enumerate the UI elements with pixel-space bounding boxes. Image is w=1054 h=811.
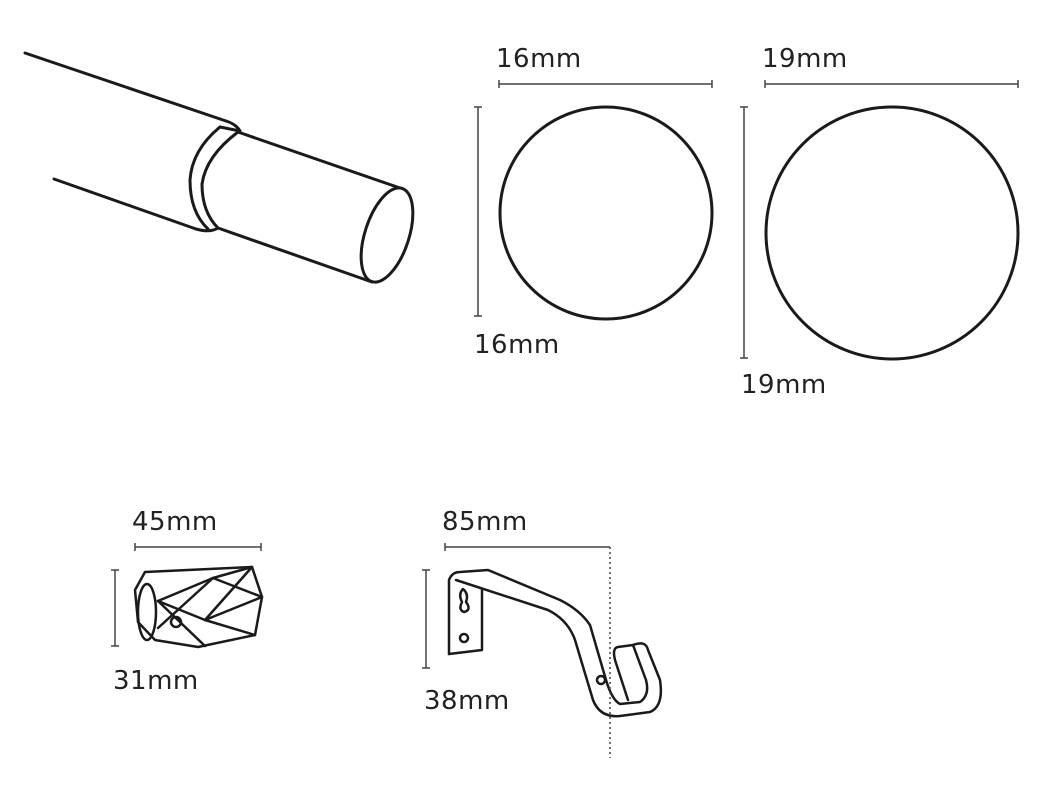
profile-16-height-label: 16mm [474, 330, 560, 360]
finial-height-label: 31mm [113, 666, 199, 696]
finial-width-label: 45mm [132, 507, 218, 537]
dimension-lines [111, 80, 1019, 758]
finial-illustration [133, 565, 264, 649]
profile-19-height-label: 19mm [741, 370, 827, 400]
profile-19mm-circle [764, 105, 1020, 361]
bracket-height-label: 38mm [424, 686, 510, 716]
profile-19-width-label: 19mm [762, 44, 848, 74]
bracket-width-label: 85mm [442, 507, 528, 537]
profile-16-width-label: 16mm [496, 44, 582, 74]
profile-16mm-circle [498, 105, 714, 321]
rod-illustration [23, 51, 415, 284]
bracket-illustration [447, 568, 663, 718]
